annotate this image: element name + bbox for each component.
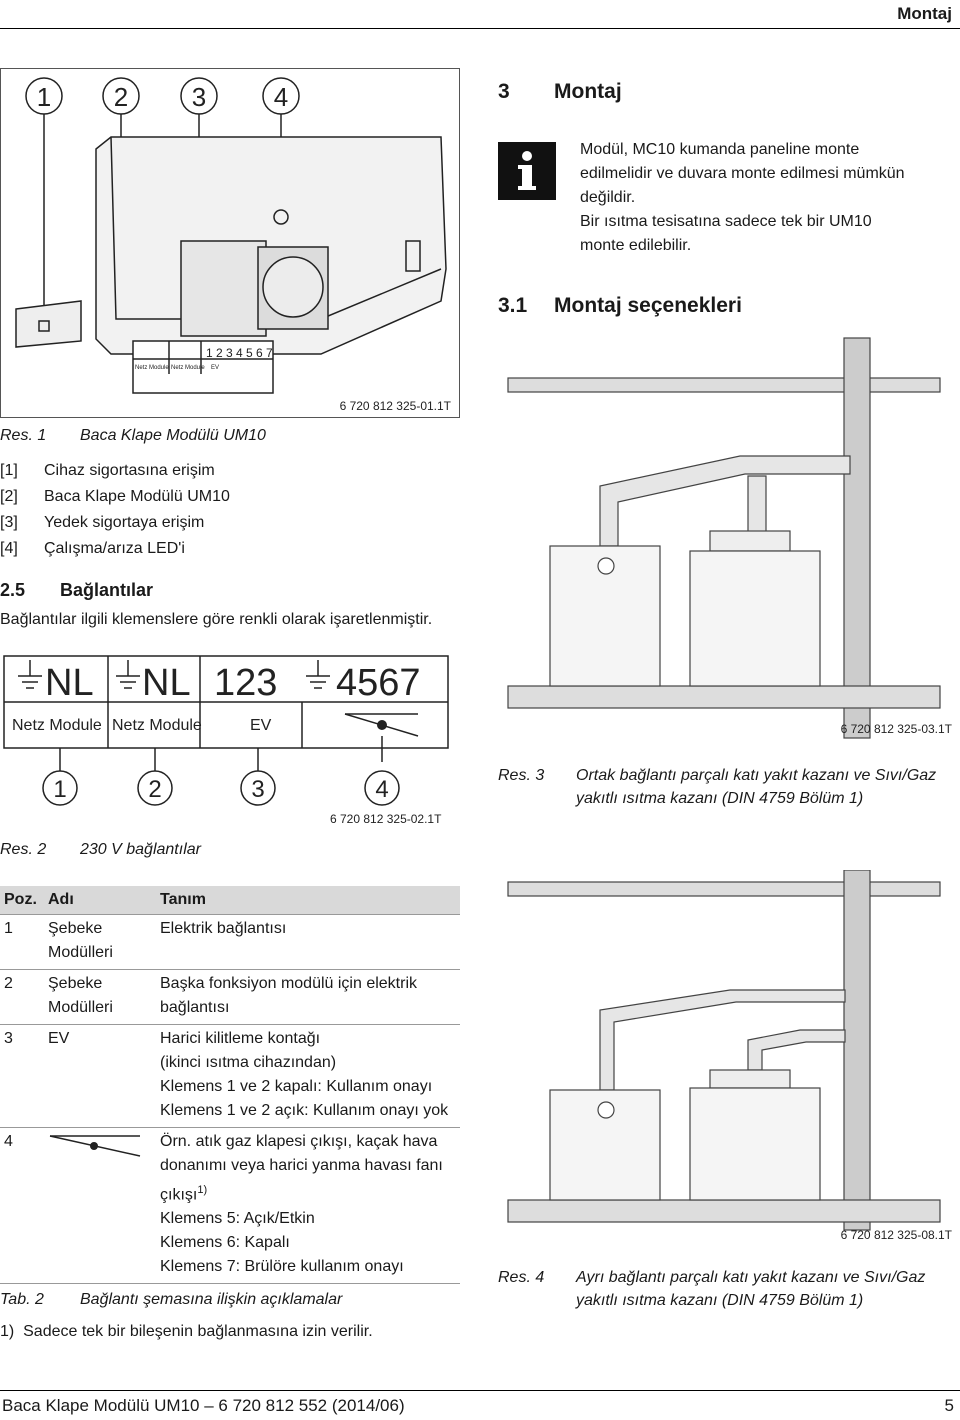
fig2-callout-2: 2 [148, 776, 161, 803]
figure-2: NL NL 123 4567 Netz Module Netz Module E… [0, 650, 460, 830]
section-3-1-number: 3.1 [498, 294, 528, 317]
res-1-caption: Baca Klape Modülü UM10 [80, 427, 266, 444]
info-text: Modül, MC10 kumanda paneline monte edilm… [580, 141, 905, 254]
mini-strip-numbers: 1 2 3 4 5 6 7 [206, 346, 273, 360]
boiler-shared-flue-drawing [507, 337, 941, 739]
ground-icon [306, 660, 330, 689]
table-row: 3 EV Harici kilitleme kontağı (ikinci ıs… [0, 1024, 460, 1128]
col-desc-header: Tanım [156, 886, 460, 915]
callout-2: 2 [114, 82, 128, 112]
legend-list: [1]Cihaz sigortasına erişim [2]Baca Klap… [0, 458, 230, 562]
terminal-diagram: NL NL 123 4567 Netz Module Netz Module E… [3, 655, 449, 806]
page-number: 5 [944, 1396, 954, 1415]
switch-contact-dot [377, 720, 387, 730]
figure-1-code: 6 720 812 325-01.1T [339, 399, 451, 413]
legend-item: [2]Baca Klape Modülü UM10 [0, 488, 230, 505]
callout-4: 4 [274, 82, 288, 112]
connection-table: Poz. Adı Tanım 1 Şebeke Modülleri Elektr… [0, 886, 460, 1285]
terminal-group-4: 4567 [336, 662, 421, 704]
callout-1: 1 [37, 82, 51, 112]
callout-3: 3 [192, 82, 206, 112]
section-3-title: Montaj [554, 80, 622, 103]
section-2-5-text: Bağlantılar ilgili klemenslere göre renk… [0, 611, 433, 628]
res-4-caption: Ayrı bağlantı parçalı katı yakıt kazanı … [576, 1269, 926, 1309]
figure-2-code: 6 720 812 325-02.1T [330, 812, 442, 826]
terminal-label-ev: EV [250, 717, 272, 734]
footnote: 1) Sadece tek bir bileşenin bağlanmasına… [0, 1323, 373, 1340]
legend-item: [4]Çalışma/arıza LED'i [0, 540, 185, 557]
terminal-group-2: NL [142, 662, 191, 704]
fig2-callout-3: 3 [251, 776, 264, 803]
ground-icon [18, 660, 42, 689]
table-row: 1 Şebeke Modülleri Elektrik bağlantısı [0, 914, 460, 970]
boiler-separate-flue-drawing [507, 869, 941, 1231]
mini-strip-label-1: Netz Module [135, 365, 169, 371]
table-row: 4 Örn. atık gaz klapesi çıkışı, kaçak ha… [0, 1126, 460, 1285]
legend-item: [1]Cihaz sigortasına erişim [0, 462, 215, 479]
figure-3-code: 6 720 812 325-03.1T [840, 722, 952, 736]
figure-4: 6 720 812 325-08.1T [500, 869, 956, 1250]
section-2-5-number: 2.5 [0, 580, 26, 600]
section-3-1-title: Montaj seçenekleri [554, 294, 742, 317]
page-header [0, 0, 960, 29]
mini-strip-label-2: Netz Module [171, 365, 205, 371]
terminal-label-2: Netz Module [112, 717, 202, 734]
res-2-label: Res. 2 [0, 841, 47, 858]
res-4-label: Res. 4 [498, 1269, 545, 1286]
fig2-callout-4: 4 [375, 776, 388, 803]
module-drawing: 1 2 3 4 1 2 3 4 5 6 7 Netz Module Netz M… [15, 77, 447, 394]
res-3-caption: Ortak bağlantı parçalı katı yakıt kazanı… [576, 767, 937, 807]
terminal-group-1: NL [45, 662, 94, 704]
figure-1: 1 2 3 4 1 2 3 4 5 6 7 Netz Module Netz M… [0, 68, 460, 418]
section-3-number: 3 [498, 80, 510, 103]
switch-symbol-icon [49, 1135, 141, 1157]
terminal-group-3: 123 [214, 662, 277, 704]
tab-2-label: Tab. 2 [0, 1291, 44, 1308]
col-pos-header: Poz. [0, 886, 44, 915]
info-icon [498, 142, 556, 200]
figure-4-code: 6 720 812 325-08.1T [840, 1228, 952, 1242]
footer-rule [0, 1390, 960, 1391]
fig2-callout-4-circle [364, 770, 400, 806]
figure-3: 6 720 812 325-03.1T [500, 336, 956, 746]
header-title: Montaj [897, 4, 952, 23]
legend-item: [3]Yedek sigortaya erişim [0, 514, 205, 531]
terminal-label-1: Netz Module [12, 717, 102, 734]
footer-doc-title: Baca Klape Modülü UM10 – 6 720 812 552 (… [2, 1396, 405, 1415]
tab-2-caption: Bağlantı şemasına ilişkin açıklamalar [80, 1291, 343, 1308]
ground-icon [116, 660, 140, 689]
mini-strip-ev: EV [211, 365, 219, 371]
section-2-5-title: Bağlantılar [60, 580, 154, 600]
res-2-caption: 230 V bağlantılar [80, 841, 201, 858]
fig2-callout-1: 1 [53, 776, 66, 803]
res-3-label: Res. 3 [498, 767, 545, 784]
table-header-row: Poz. Adı Tanım [0, 886, 460, 915]
table-row: 2 Şebeke Modülleri Başka fonksiyon modül… [0, 969, 460, 1025]
col-name-header: Adı [44, 886, 156, 915]
res-1-label: Res. 1 [0, 427, 47, 444]
